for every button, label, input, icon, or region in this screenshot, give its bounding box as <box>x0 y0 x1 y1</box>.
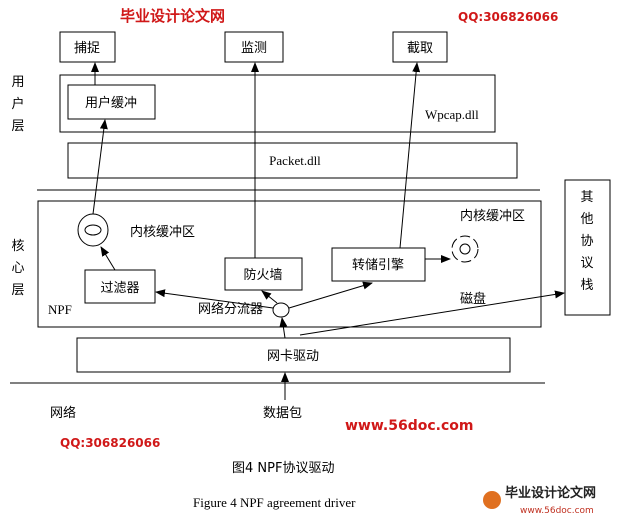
svg-text:QQ:306826066: QQ:306826066 <box>458 10 558 24</box>
svg-text:层: 层 <box>11 283 24 298</box>
svg-text:他: 他 <box>580 212 593 227</box>
svg-text:毕业设计论文网: 毕业设计论文网 <box>505 485 596 501</box>
svg-text:www.56doc.com: www.56doc.com <box>345 418 473 434</box>
network-label: 网络 <box>50 405 76 421</box>
connectors <box>91 62 565 400</box>
firewall-box: 防火墙 <box>224 257 303 291</box>
npf-label: NPF <box>48 302 72 317</box>
caption-en: Figure 4 NPF agreement driver <box>193 495 356 510</box>
svg-text:其: 其 <box>580 190 593 205</box>
svg-text:www.56doc.com: www.56doc.com <box>520 506 594 516</box>
svg-text:协: 协 <box>580 234 593 249</box>
svg-text:心: 心 <box>11 261 24 276</box>
disk-label: 磁盘 <box>460 291 486 307</box>
kernel-buffer-left-icon <box>77 213 109 247</box>
site-logo: 毕业设计论文网 www.56doc.com <box>483 485 596 516</box>
svg-text:用户缓冲: 用户缓冲 <box>85 95 137 111</box>
wpcap-label: Wpcap.dll <box>425 107 479 122</box>
svg-text:捕捉: 捕捉 <box>74 40 100 56</box>
monitor-box: 监测 <box>224 31 284 63</box>
splitter-node <box>272 302 290 318</box>
kernel-buffer-right-label: 内核缓冲区 <box>460 208 525 224</box>
svg-text:栈: 栈 <box>580 278 593 293</box>
svg-text:核: 核 <box>11 239 24 254</box>
svg-text:户: 户 <box>11 96 24 112</box>
nic-driver-box: 网卡驱动 <box>76 337 511 373</box>
svg-text:议: 议 <box>580 256 593 271</box>
svg-text:网卡驱动: 网卡驱动 <box>267 349 319 364</box>
packet-label: 数据包 <box>263 406 302 421</box>
svg-text:转储引擎: 转储引擎 <box>352 258 404 273</box>
disk-icon <box>451 235 479 263</box>
user-buffer-box: 用户缓冲 <box>67 84 156 120</box>
dump-engine-box: 转储引擎 <box>331 247 426 282</box>
svg-text:QQ:306826066: QQ:306826066 <box>60 436 160 450</box>
kernel-layer-label: 核 心 层 <box>11 239 24 298</box>
svg-text:截取: 截取 <box>407 41 433 56</box>
caption-cn: 图4 NPF协议驱动 <box>232 461 334 476</box>
watermark: 毕业设计论文网 QQ:306826066 QQ:306826066 www.56… <box>60 7 558 450</box>
user-layer-label: 用 户 层 <box>11 75 24 134</box>
svg-text:过滤器: 过滤器 <box>100 281 139 296</box>
svg-text:防火墙: 防火墙 <box>243 267 282 283</box>
svg-text:用: 用 <box>11 75 24 90</box>
other-stack-box: 其 他 协 议 栈 <box>564 179 611 316</box>
packet-dll-box: Packet.dll <box>67 142 518 179</box>
intercept-box: 截取 <box>392 31 448 63</box>
capture-box: 捕捉 <box>59 31 116 63</box>
splitter-label: 网络分流器 <box>198 301 263 317</box>
svg-text:毕业设计论文网: 毕业设计论文网 <box>120 7 225 25</box>
filter-box: 过滤器 <box>84 269 156 304</box>
svg-text:监测: 监测 <box>241 41 267 56</box>
svg-text:层: 层 <box>11 119 24 134</box>
svg-text:Packet.dll: Packet.dll <box>269 153 321 168</box>
kernel-buffer-left-label: 内核缓冲区 <box>130 224 195 240</box>
